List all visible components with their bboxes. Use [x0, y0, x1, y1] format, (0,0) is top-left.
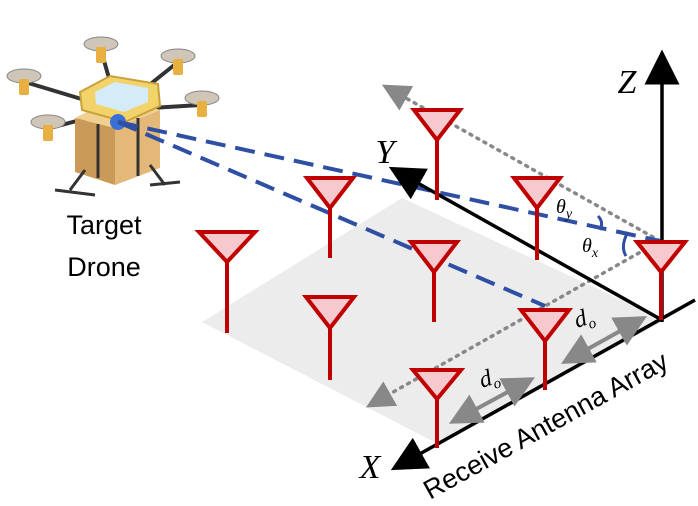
- target-label-line2: Drone: [67, 252, 141, 282]
- dotted-line-x-direction: [365, 239, 662, 408]
- axis-label-x: X: [358, 449, 382, 486]
- target-label-line1: Target: [66, 210, 142, 240]
- antenna-element: [509, 176, 565, 260]
- theta-x-label: θx: [582, 235, 599, 261]
- axis-label-y: Y: [376, 134, 398, 171]
- antenna-element: [516, 308, 574, 390]
- antenna-element: [301, 295, 359, 380]
- y-axis: [388, 166, 663, 322]
- spacing-arrow-lower: [448, 377, 536, 424]
- antenna-element: [409, 108, 465, 200]
- antenna-element: [194, 230, 260, 333]
- theta-y-label: θy: [556, 196, 573, 222]
- antenna-element: [632, 240, 690, 320]
- antenna-element: [406, 240, 462, 322]
- antenna-array: [194, 108, 690, 448]
- axis-label-z: Z: [618, 64, 638, 101]
- theta-y-arc: [596, 214, 604, 231]
- antenna-element: [408, 368, 466, 448]
- antenna-element: [302, 176, 358, 258]
- spacing-arrow-upper: [561, 316, 647, 364]
- drone-icon: [6, 36, 220, 197]
- theta-x-arc: [621, 231, 630, 257]
